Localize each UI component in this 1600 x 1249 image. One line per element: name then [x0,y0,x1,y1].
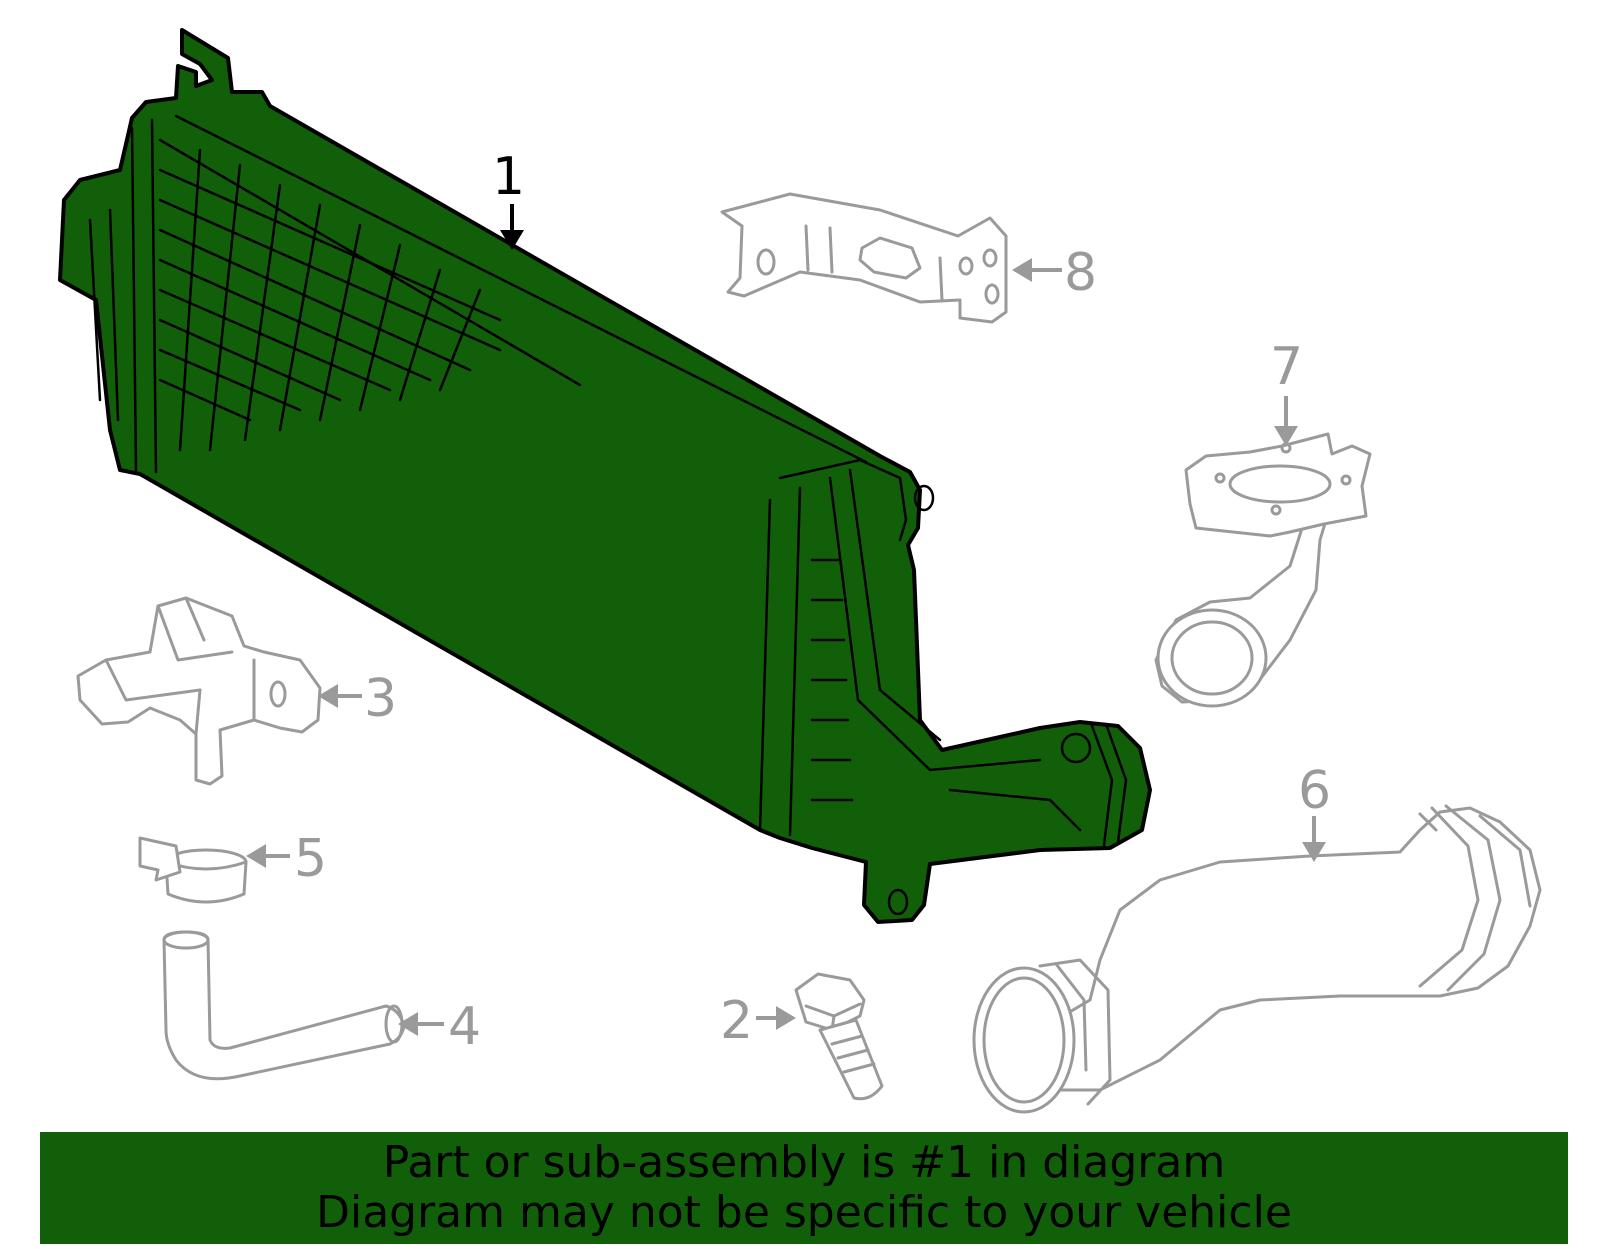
part-1-intercooler[interactable] [58,28,1152,924]
callout-2: 2 [720,991,753,1051]
part-8-bracket[interactable] [720,192,1008,324]
part-5-clamp[interactable] [138,836,248,904]
callout-4: 4 [448,997,481,1057]
info-banner: Part or sub-assembly is #1 in diagram Di… [40,1132,1568,1244]
callout-5: 5 [294,829,327,889]
part-3-mount[interactable] [76,596,322,786]
callout-8: 8 [1064,243,1097,303]
callout-1: 1 [492,147,525,207]
part-2-bolt[interactable] [794,972,884,1101]
banner-line-1: Part or sub-assembly is #1 in diagram [382,1137,1226,1188]
callout-7: 7 [1270,337,1303,397]
part-4-small-hose[interactable] [162,930,406,1081]
callout-3: 3 [364,669,397,729]
part-7-pipe[interactable] [1154,432,1372,708]
callout-6: 6 [1298,761,1331,821]
banner-line-2: Diagram may not be specific to your vehi… [316,1187,1292,1238]
part-6-hose[interactable] [972,804,1542,1114]
leader-arrows [246,204,1326,1036]
